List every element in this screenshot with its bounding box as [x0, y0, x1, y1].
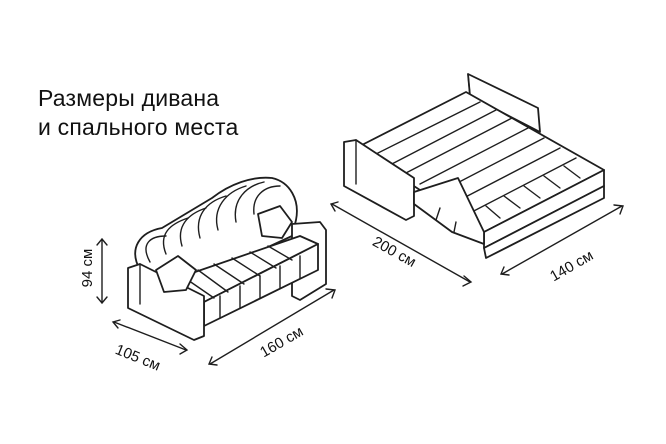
bed-width-dimension-label: 140 см: [547, 247, 596, 285]
folded-sofa-illustration: [127, 176, 327, 341]
width-dimension-label: 160 см: [257, 323, 306, 361]
title-line-2: и спального места: [38, 114, 239, 140]
right-pillow: [257, 205, 293, 239]
left-pillow: [155, 255, 197, 293]
unfolded-sofa-bed-illustration: [343, 73, 605, 259]
title-line-1: Размеры дивана: [38, 85, 220, 111]
bed-base: [483, 185, 605, 259]
height-dimension: 94 см: [79, 237, 108, 305]
page-title: Размеры дивана и спального места: [38, 84, 239, 142]
depth-dimension-label: 105 см: [113, 341, 163, 374]
bed-pullout-frame: [413, 177, 485, 245]
height-dimension-label: 94 см: [79, 249, 96, 288]
